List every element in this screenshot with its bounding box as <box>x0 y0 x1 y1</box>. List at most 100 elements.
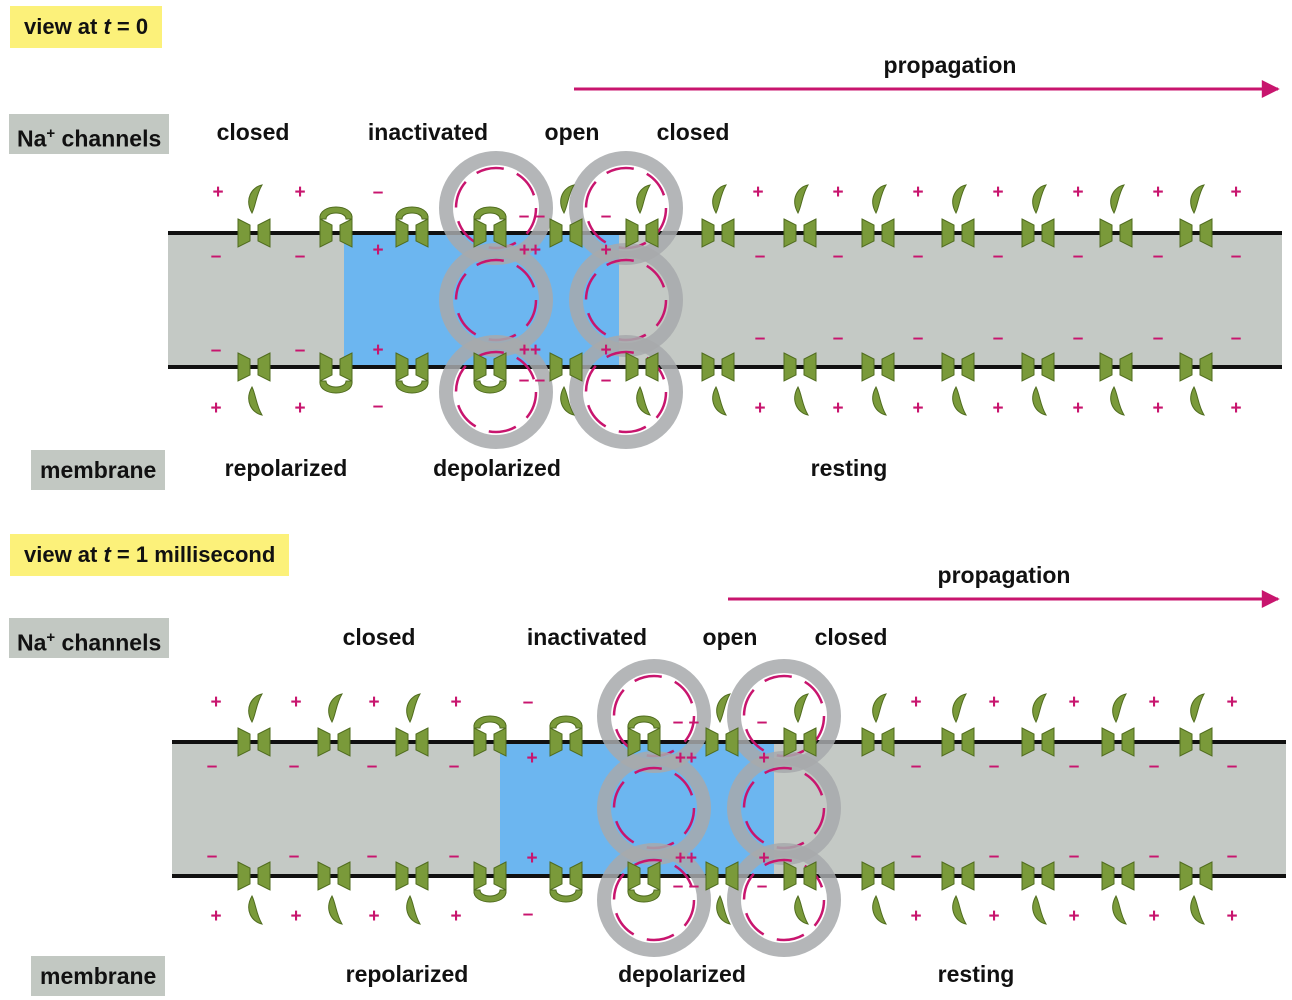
panel-t0: view at t = 0 propagation Na+ channels c… <box>9 6 1016 490</box>
membrane-state-depolarized: depolarized <box>433 455 561 481</box>
channel-half <box>319 352 333 382</box>
charge-sign: – <box>1073 246 1084 267</box>
charge-sign: + <box>1230 398 1241 419</box>
charge-sign: – <box>1069 756 1080 777</box>
charge-sign: + <box>526 748 537 769</box>
channel-half <box>1099 352 1113 382</box>
charge-sign: – <box>449 846 460 867</box>
charge-sign: – <box>1153 328 1164 349</box>
charge-sign: – <box>207 846 218 867</box>
channel-half <box>1179 352 1193 382</box>
channel-half <box>493 727 507 757</box>
channel-gate <box>248 693 264 724</box>
channel-state-closed-right: closed <box>814 624 888 650</box>
channel-half <box>941 861 955 891</box>
local-current-loop <box>569 335 683 449</box>
charge-sign: + <box>988 692 999 713</box>
channel-half <box>725 727 739 757</box>
channel-gate <box>872 184 888 215</box>
local-current-loop <box>727 659 841 773</box>
channel-half <box>627 727 641 757</box>
charge-sign: + <box>832 398 843 419</box>
channel-inactivation-gate <box>627 889 661 903</box>
charge-sign: – <box>755 246 766 267</box>
charge-sign: + <box>600 240 611 261</box>
charge-sign: + <box>1226 692 1237 713</box>
channel-gate <box>1190 894 1206 925</box>
channel-gate <box>406 894 422 925</box>
channel-half <box>961 861 975 891</box>
charge-sign: + <box>1152 398 1163 419</box>
current-arrow-arc <box>454 350 538 434</box>
channel-half <box>395 218 409 248</box>
charge-sign: ++ <box>519 240 541 261</box>
local-current-loop <box>439 243 553 357</box>
charge-sign: – <box>1073 328 1084 349</box>
channel-inactivation-gate <box>627 715 661 729</box>
charge-sign: – <box>1149 756 1160 777</box>
channel-half <box>1101 727 1115 757</box>
charge-sign: + <box>210 398 221 419</box>
charge-sign: – <box>1149 846 1160 867</box>
channel-half <box>493 861 507 891</box>
channel-half <box>1119 218 1133 248</box>
channel-half <box>647 727 661 757</box>
channel-gate <box>1190 693 1206 724</box>
channel-inactivation-gate <box>319 206 353 220</box>
charge-sign: – <box>993 328 1004 349</box>
channel-half <box>881 352 895 382</box>
local-current-loop <box>597 751 711 865</box>
panel-title: view at t = 0 <box>10 6 163 48</box>
channel-gate <box>794 385 810 416</box>
charge-sign: + <box>1230 182 1241 203</box>
channel-half <box>701 352 715 382</box>
channel-half <box>783 218 797 248</box>
local-current-loop <box>439 151 553 265</box>
channel-half <box>645 218 659 248</box>
channel-gate <box>636 184 652 215</box>
channel-gate <box>952 385 968 416</box>
channel-half <box>803 218 817 248</box>
channel-gate <box>1032 385 1048 416</box>
channel-half <box>549 727 563 757</box>
channel-gate <box>1110 385 1126 416</box>
channel-half <box>395 861 409 891</box>
charge-sign: + <box>294 182 305 203</box>
local-current-loop <box>569 151 683 265</box>
charge-sign: + <box>758 748 769 769</box>
channel-half <box>395 352 409 382</box>
channel-half <box>549 861 563 891</box>
channel-half <box>1021 352 1035 382</box>
channel-gate <box>952 184 968 215</box>
channel-half <box>1041 352 1055 382</box>
charge-sign: + <box>752 182 763 203</box>
channel-gate <box>328 894 344 925</box>
channel-gate <box>872 693 888 724</box>
charge-sign: + <box>912 182 923 203</box>
channel-half <box>645 352 659 382</box>
channel-half <box>473 218 487 248</box>
current-arrow-arc <box>584 350 668 434</box>
channel-gate <box>952 894 968 925</box>
charge-sign: – <box>989 846 1000 867</box>
charge-sign: + <box>600 340 611 361</box>
channel-half <box>237 861 251 891</box>
channel-gate <box>1112 894 1128 925</box>
channel-half <box>473 861 487 891</box>
channel-half <box>1041 861 1055 891</box>
charge-sign: – <box>373 182 384 203</box>
charge-sign: – <box>211 246 222 267</box>
channel-gate <box>1190 184 1206 215</box>
charge-sign: + <box>210 692 221 713</box>
channel-gate <box>1190 385 1206 416</box>
channel-half <box>941 218 955 248</box>
channel-gate <box>794 894 810 925</box>
charge-sign: – <box>373 396 384 417</box>
charge-sign: + <box>1148 906 1159 927</box>
channel-inactivation-gate <box>473 206 507 220</box>
channel-half <box>1101 861 1115 891</box>
channel-gate <box>1032 693 1048 724</box>
channel-gate <box>794 693 810 724</box>
local-current-loop <box>439 335 553 449</box>
channel-half <box>1179 727 1193 757</box>
